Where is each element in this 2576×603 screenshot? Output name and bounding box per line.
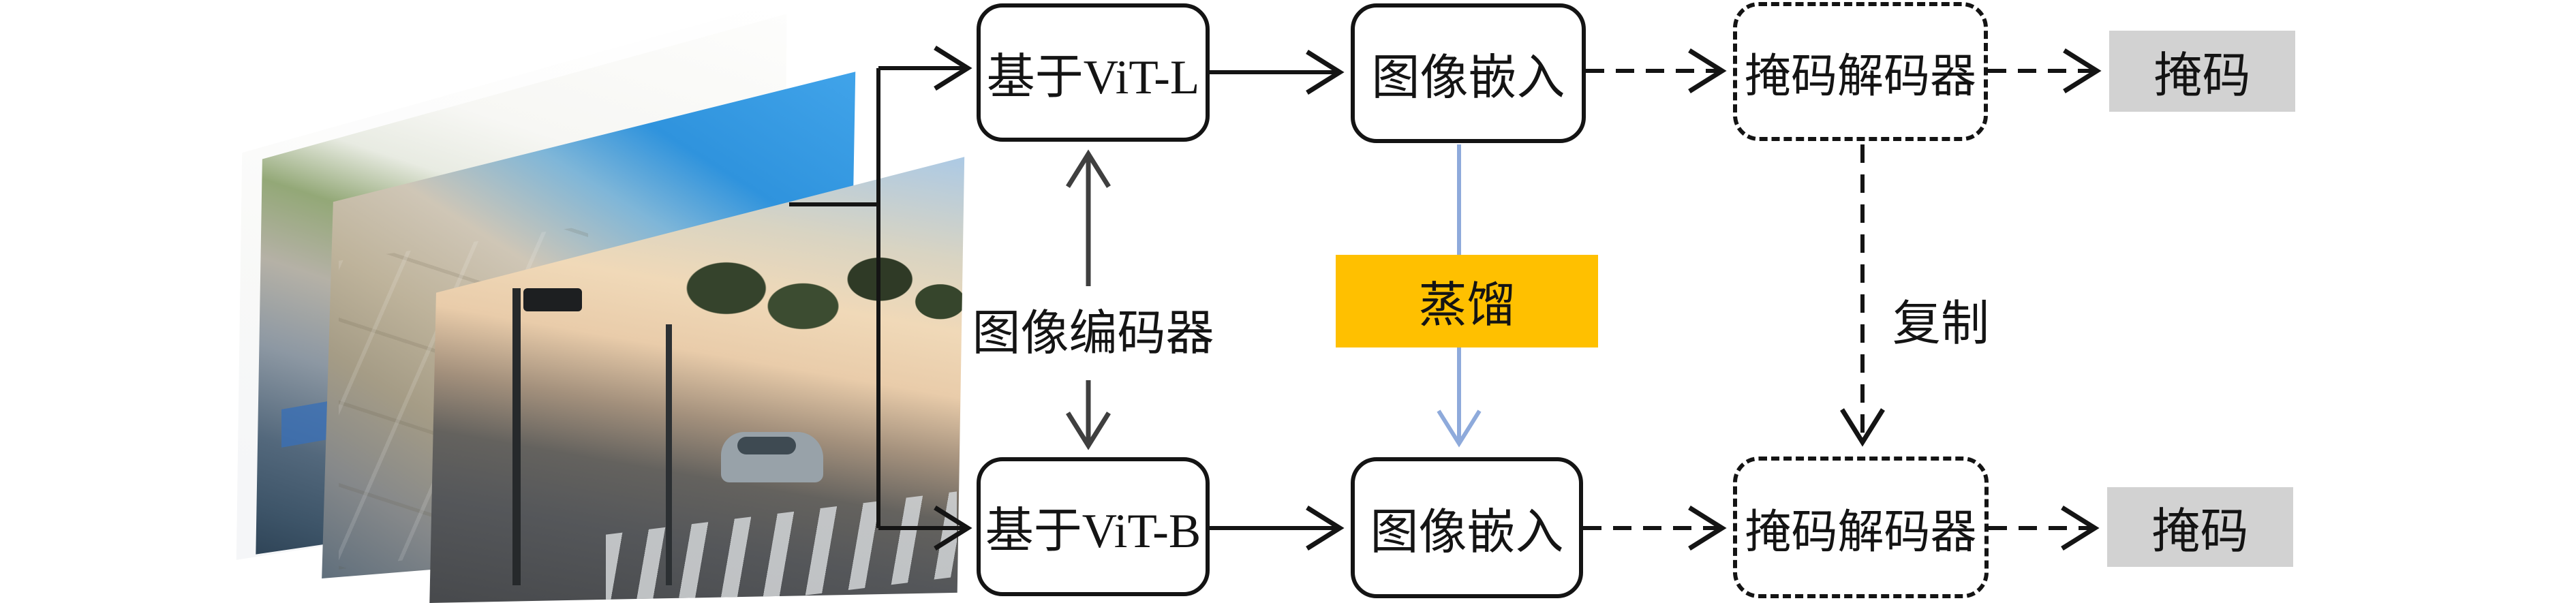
node-mask-decoder-teacher-label: 掩码解码器 [1744, 50, 1976, 102]
node-encoder-vitb-label: 基于ViT-B [985, 505, 1201, 558]
traffic-light-shape [523, 288, 582, 311]
node-encoder-vitl-label: 基于ViT-L [986, 50, 1200, 104]
node-embedding-student: 图像嵌入 [1351, 457, 1583, 598]
node-embedding-student-label: 图像嵌入 [1370, 506, 1564, 559]
node-mask-decoder-student: 掩码解码器 [1733, 457, 1989, 598]
distillation-badge: 蒸馏 [1336, 255, 1598, 347]
lamp-pole-shape [666, 324, 673, 585]
node-mask-decoder-student-label: 掩码解码器 [1745, 506, 1977, 558]
node-mask-output-student: 掩码 [2107, 487, 2293, 567]
input-photo-front-icon [429, 157, 965, 603]
node-embedding-teacher: 图像嵌入 [1351, 3, 1586, 143]
traffic-pole-shape [512, 288, 521, 585]
node-mask-output-teacher-label: 掩码 [2153, 49, 2251, 103]
copy-label: 复制 [1892, 298, 1989, 351]
node-mask-output-teacher: 掩码 [2109, 31, 2295, 112]
node-mask-decoder-teacher: 掩码解码器 [1733, 2, 1988, 141]
distillation-label: 蒸馏 [1418, 279, 1516, 333]
node-embedding-teacher-label: 图像嵌入 [1371, 51, 1565, 105]
image-encoder-label: 图像编码器 [972, 307, 1214, 360]
node-mask-output-student-label: 掩码 [2151, 505, 2249, 559]
node-encoder-vitl: 基于ViT-L [977, 3, 1210, 142]
node-encoder-vitb: 基于ViT-B [977, 457, 1210, 596]
car-window-shape [737, 436, 796, 454]
